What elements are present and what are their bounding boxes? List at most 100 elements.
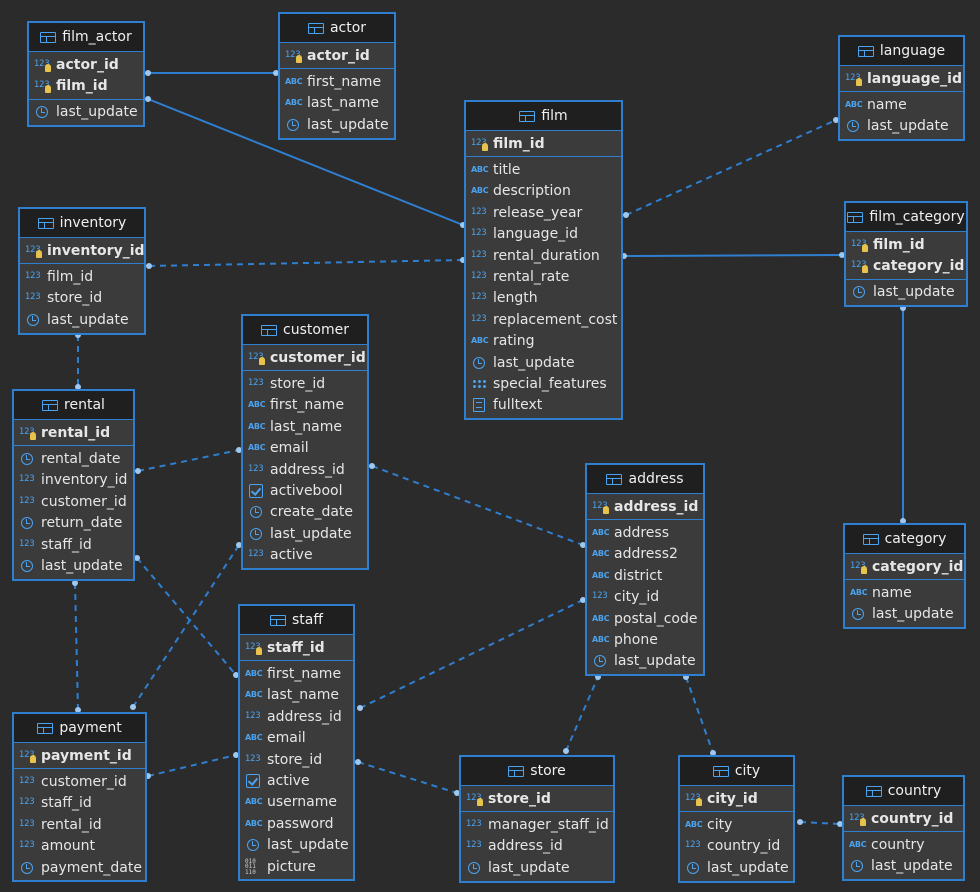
relationship-address-city[interactable]: [685, 676, 714, 754]
column[interactable]: address_id: [243, 459, 367, 480]
relationship-staff-store[interactable]: [357, 761, 458, 794]
column[interactable]: district: [587, 565, 703, 586]
column[interactable]: replacement_cost: [466, 309, 621, 330]
key-column[interactable]: address_id: [587, 496, 703, 517]
key-column[interactable]: category_id: [845, 556, 964, 577]
column[interactable]: first_name: [240, 663, 353, 684]
column[interactable]: last_update: [280, 114, 394, 135]
column[interactable]: rental_duration: [466, 245, 621, 266]
table-header[interactable]: rental: [14, 391, 133, 420]
table-language[interactable]: languagelanguage_idnamelast_update: [838, 35, 965, 142]
column[interactable]: last_update: [587, 651, 703, 672]
relationship-staff-address[interactable]: [359, 599, 584, 709]
column[interactable]: language_id: [466, 224, 621, 245]
table-header[interactable]: actor: [280, 14, 394, 43]
relationship-payment-staff[interactable]: [147, 754, 237, 777]
column[interactable]: last_name: [243, 416, 367, 437]
table-header[interactable]: language: [840, 37, 963, 66]
column[interactable]: address_id: [240, 706, 353, 727]
column[interactable]: last_update: [844, 856, 963, 877]
relationship-film-language[interactable]: [625, 119, 837, 216]
column[interactable]: store_id: [243, 373, 367, 394]
relationship-rental-customer[interactable]: [137, 449, 240, 472]
table-header[interactable]: customer: [243, 316, 367, 345]
column[interactable]: name: [845, 582, 964, 603]
key-column[interactable]: city_id: [680, 788, 793, 809]
table-staff[interactable]: staffstaff_idfirst_namelast_nameaddress_…: [238, 604, 355, 882]
table-film-category[interactable]: film_categoryfilm_idcategory_idlast_upda…: [844, 201, 968, 308]
key-column[interactable]: film_id: [29, 75, 143, 96]
column[interactable]: fulltext: [466, 395, 621, 416]
column[interactable]: amount: [14, 836, 145, 857]
table-header[interactable]: address: [587, 465, 703, 494]
table-header[interactable]: film_category: [846, 203, 966, 232]
column[interactable]: release_year: [466, 202, 621, 223]
key-column[interactable]: inventory_id: [20, 240, 145, 261]
table-inventory[interactable]: inventoryinventory_idfilm_idstore_idlast…: [18, 207, 146, 335]
column[interactable]: create_date: [243, 502, 367, 523]
relationship-city-country[interactable]: [799, 821, 841, 825]
column[interactable]: length: [466, 288, 621, 309]
relationship-rental-staff[interactable]: [136, 557, 237, 676]
column[interactable]: city: [680, 814, 793, 835]
table-header[interactable]: payment: [14, 714, 145, 743]
column[interactable]: name: [840, 94, 963, 115]
key-column[interactable]: payment_id: [14, 745, 145, 766]
table-header[interactable]: country: [844, 777, 963, 806]
column[interactable]: staff_id: [14, 793, 145, 814]
column[interactable]: active: [240, 770, 353, 791]
relationship-rental-payment[interactable]: [74, 582, 79, 711]
column[interactable]: last_update: [14, 555, 133, 576]
relationship-payment-customer[interactable]: [132, 544, 240, 708]
column[interactable]: rental_date: [14, 448, 133, 469]
column[interactable]: last_name: [280, 93, 394, 114]
column[interactable]: first_name: [243, 395, 367, 416]
table-header[interactable]: film: [466, 102, 621, 131]
table-header[interactable]: city: [680, 757, 793, 786]
table-actor[interactable]: actoractor_idfirst_namelast_namelast_upd…: [278, 12, 396, 140]
table-header[interactable]: staff: [240, 606, 353, 635]
key-column[interactable]: country_id: [844, 808, 963, 829]
column[interactable]: address_id: [461, 836, 613, 857]
column[interactable]: email: [243, 438, 367, 459]
column[interactable]: postal_code: [587, 608, 703, 629]
column[interactable]: picture: [240, 856, 353, 877]
table-header[interactable]: inventory: [20, 209, 144, 238]
column[interactable]: password: [240, 813, 353, 834]
column[interactable]: phone: [587, 629, 703, 650]
key-column[interactable]: actor_id: [29, 54, 143, 75]
column[interactable]: payment_date: [14, 857, 145, 878]
column[interactable]: customer_id: [14, 771, 145, 792]
table-header[interactable]: film_actor: [29, 23, 143, 52]
column[interactable]: rental_id: [14, 814, 145, 835]
table-header[interactable]: store: [461, 757, 613, 786]
column[interactable]: last_update: [840, 116, 963, 137]
column[interactable]: store_id: [240, 749, 353, 770]
column[interactable]: last_update: [466, 352, 621, 373]
column[interactable]: rental_rate: [466, 266, 621, 287]
column[interactable]: activebool: [243, 480, 367, 501]
column[interactable]: country: [844, 834, 963, 855]
table-rental[interactable]: rentalrental_id rental_dateinventory_idcu…: [12, 389, 135, 581]
column[interactable]: first_name: [280, 71, 394, 92]
column[interactable]: return_date: [14, 513, 133, 534]
key-column[interactable]: rental_id: [14, 422, 133, 443]
relationship-film_category-film[interactable]: [623, 254, 843, 257]
column[interactable]: city_id: [587, 587, 703, 608]
column[interactable]: inventory_id: [14, 470, 133, 491]
table-category[interactable]: categorycategory_idnamelast_update: [843, 523, 966, 630]
column[interactable]: country_id: [680, 836, 793, 857]
relationship-film_actor-film[interactable]: [147, 98, 464, 226]
key-column[interactable]: store_id: [461, 788, 613, 809]
table-payment[interactable]: paymentpayment_id customer_idstaff_idrent…: [12, 712, 147, 883]
column[interactable]: special_features: [466, 373, 621, 394]
relationship-customer-address[interactable]: [371, 465, 584, 546]
column[interactable]: staff_id: [14, 534, 133, 555]
table-film[interactable]: filmfilm_idtitledescriptionrelease_yearl…: [464, 100, 623, 421]
column[interactable]: last_update: [243, 523, 367, 544]
column[interactable]: username: [240, 792, 353, 813]
column[interactable]: store_id: [20, 288, 144, 309]
key-column[interactable]: film_id: [466, 133, 621, 154]
relationship-store-address[interactable]: [565, 676, 599, 752]
column[interactable]: customer_id: [14, 491, 133, 512]
